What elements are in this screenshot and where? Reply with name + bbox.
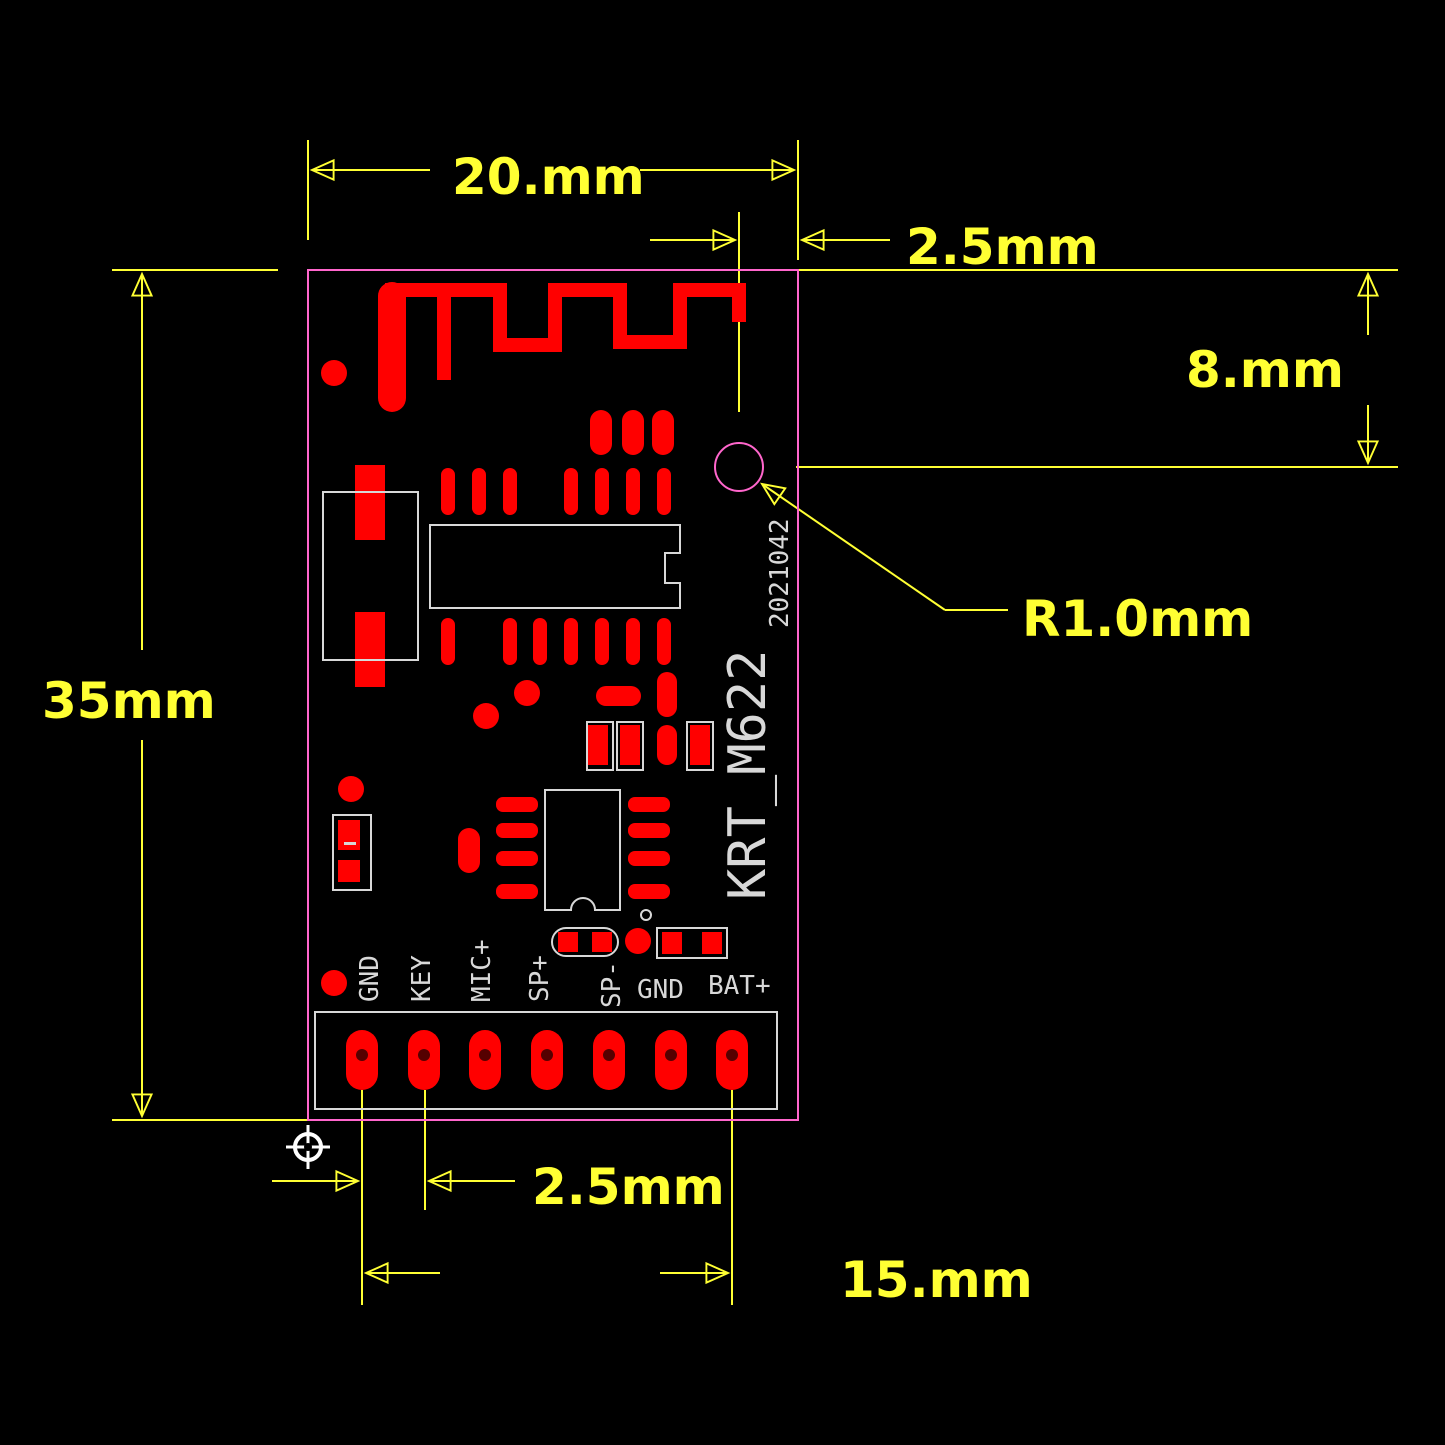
antenna-trace (385, 283, 746, 405)
via (321, 360, 347, 386)
via (625, 928, 651, 954)
antenna-height-label: 8.mm (1186, 341, 1344, 399)
board-outline (307, 269, 799, 1121)
via (338, 776, 364, 802)
pin-label-mic-plus: MIC+ (467, 939, 497, 1002)
pin-span-label: 15.mm (840, 1251, 1033, 1309)
pin-label-key: KEY (407, 955, 437, 1002)
pin-label-bat-plus: BAT+ (708, 971, 771, 1001)
diode-mark (344, 842, 356, 845)
board-model-label: KRT_M622 (718, 650, 778, 900)
via (321, 970, 347, 996)
dimension-lines (112, 140, 1398, 1305)
height-dimension-label: 35mm (42, 672, 216, 730)
hole-radius-label: R1.0mm (1022, 590, 1253, 648)
pin-label-sp-plus: SP+ (525, 955, 555, 1002)
origin-marker-icon (286, 1125, 330, 1169)
antenna-offset-label: 2.5mm (906, 218, 1099, 276)
date-code-label: 2021042 (765, 518, 795, 628)
via (514, 680, 540, 706)
pin-holes (356, 1049, 738, 1061)
pin-label-gnd-2: GND (637, 975, 684, 1005)
pin-pitch-label: 2.5mm (532, 1158, 725, 1216)
pin-label-gnd: GND (355, 955, 385, 1002)
pin-label-sp-minus: SP- (597, 961, 627, 1008)
mounting-hole (714, 442, 764, 492)
via (473, 703, 499, 729)
width-dimension-label: 20.mm (452, 148, 645, 206)
silkscreen-layer (314, 491, 778, 1110)
